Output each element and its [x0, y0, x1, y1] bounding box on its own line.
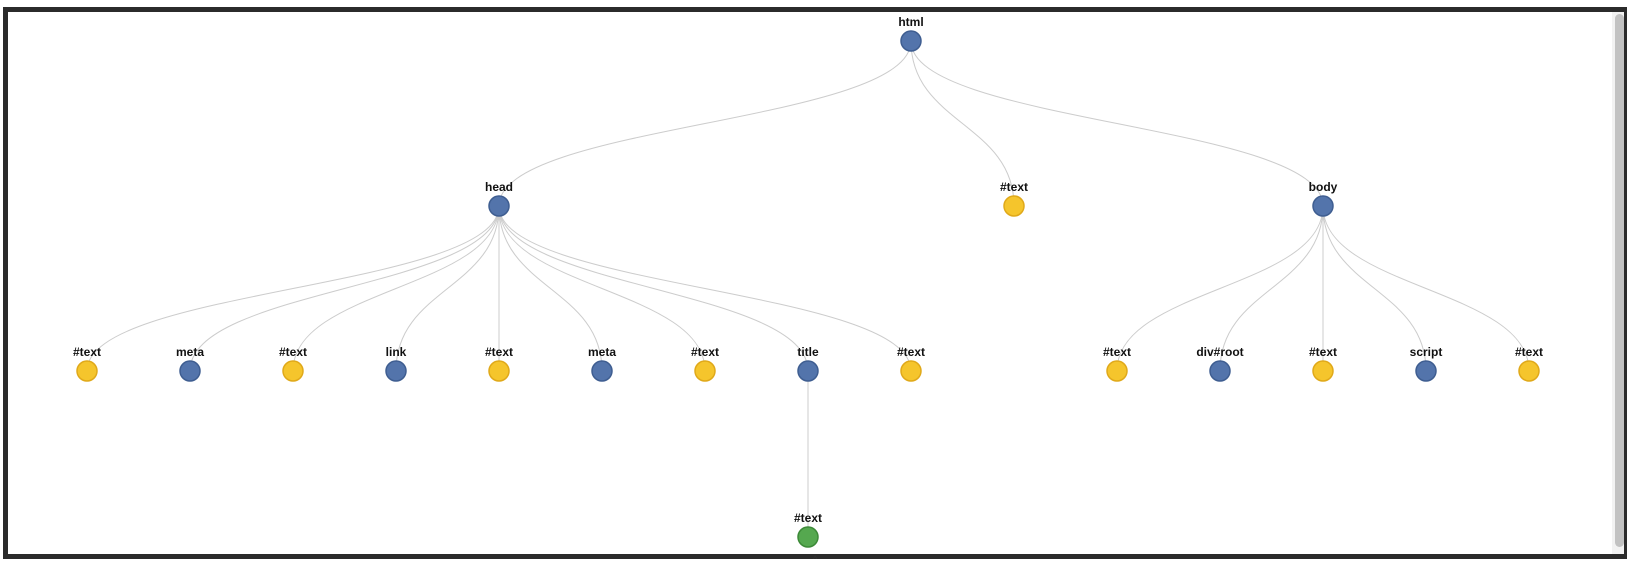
node-label-text: #text	[1103, 345, 1131, 359]
node-label-div-root: div#root	[1196, 345, 1243, 359]
node-circle-body[interactable]	[1312, 195, 1334, 217]
tree-link-html-to-body	[910, 40, 1324, 207]
tree-link-head-to-text	[86, 205, 500, 372]
node-circle-text[interactable]	[282, 360, 304, 382]
tree-node-text[interactable]: #text	[279, 345, 307, 382]
node-circle-div-root[interactable]	[1209, 360, 1231, 382]
tree-node-div-root[interactable]: div#root	[1196, 345, 1244, 382]
tree-node-text[interactable]: #text	[1309, 345, 1337, 382]
tree-node-text[interactable]: #text	[1103, 345, 1131, 382]
node-circle-text[interactable]	[76, 360, 98, 382]
tree-node-html[interactable]: html	[898, 15, 924, 52]
node-circle-text[interactable]	[488, 360, 510, 382]
node-label-body: body	[1309, 180, 1338, 194]
node-circle-text[interactable]	[1518, 360, 1540, 382]
node-circle-meta[interactable]	[591, 360, 613, 382]
tree-link-body-to-div-root	[1219, 205, 1324, 372]
tree-link-head-to-meta	[189, 205, 500, 372]
node-label-meta: meta	[588, 345, 616, 359]
tree-link-head-to-title	[498, 205, 809, 372]
tree-link-head-to-meta	[498, 205, 603, 372]
tree-node-head[interactable]: head	[485, 180, 513, 217]
node-label-head: head	[485, 180, 513, 194]
node-label-title: title	[797, 345, 819, 359]
links-layer	[86, 40, 1530, 537]
node-label-meta: meta	[176, 345, 204, 359]
node-label-link: link	[386, 345, 407, 359]
vertical-scrollbar-thumb[interactable]	[1615, 14, 1624, 547]
node-circle-meta[interactable]	[179, 360, 201, 382]
node-label-text: #text	[485, 345, 513, 359]
node-label-text: #text	[73, 345, 101, 359]
nodes-layer: html head #text meta #text link #text meta #text…	[73, 15, 1543, 548]
node-circle-text[interactable]	[900, 360, 922, 382]
tree-node-meta[interactable]: meta	[588, 345, 616, 382]
tree-node-text[interactable]: #text	[1000, 180, 1028, 217]
tree-node-text[interactable]: #text	[485, 345, 513, 382]
tree-node-text[interactable]: #text	[1515, 345, 1543, 382]
tree-link-head-to-link	[395, 205, 500, 372]
tree-node-link[interactable]: link	[385, 345, 407, 382]
node-label-text: #text	[691, 345, 719, 359]
tree-node-title[interactable]: title	[797, 345, 819, 382]
node-circle-text[interactable]	[1003, 195, 1025, 217]
tree-node-meta[interactable]: meta	[176, 345, 204, 382]
tree-link-body-to-text	[1322, 205, 1530, 372]
tree-link-body-to-text	[1116, 205, 1324, 372]
tree-node-body[interactable]: body	[1309, 180, 1338, 217]
node-circle-script[interactable]	[1415, 360, 1437, 382]
tree-node-text[interactable]: #text	[73, 345, 101, 382]
node-label-text: #text	[279, 345, 307, 359]
node-circle-html[interactable]	[900, 30, 922, 52]
node-circle-text[interactable]	[1312, 360, 1334, 382]
node-label-script: script	[1410, 345, 1443, 359]
node-circle-text[interactable]	[694, 360, 716, 382]
caret-marker: ^	[813, 554, 818, 564]
tree-link-head-to-text	[498, 205, 912, 372]
node-label-text: #text	[897, 345, 925, 359]
node-circle-text[interactable]	[1106, 360, 1128, 382]
tree-link-html-to-head	[498, 40, 912, 207]
tree-node-text[interactable]: #text	[691, 345, 719, 382]
node-label-text: #text	[1309, 345, 1337, 359]
node-label-html: html	[898, 15, 923, 29]
tree-link-head-to-text	[498, 205, 706, 372]
node-label-text: #text	[794, 511, 822, 525]
node-label-text: #text	[1000, 180, 1028, 194]
tree-node-text[interactable]: #text	[794, 511, 822, 548]
tree-link-head-to-text	[292, 205, 500, 372]
node-circle-head[interactable]	[488, 195, 510, 217]
tree-node-text[interactable]: #text	[897, 345, 925, 382]
node-label-text: #text	[1515, 345, 1543, 359]
tree-node-script[interactable]: script	[1410, 345, 1443, 382]
tree-link-html-to-text	[910, 40, 1015, 207]
node-circle-text[interactable]	[797, 526, 819, 548]
tree-link-body-to-script	[1322, 205, 1427, 372]
node-circle-title[interactable]	[797, 360, 819, 382]
node-circle-link[interactable]	[385, 360, 407, 382]
